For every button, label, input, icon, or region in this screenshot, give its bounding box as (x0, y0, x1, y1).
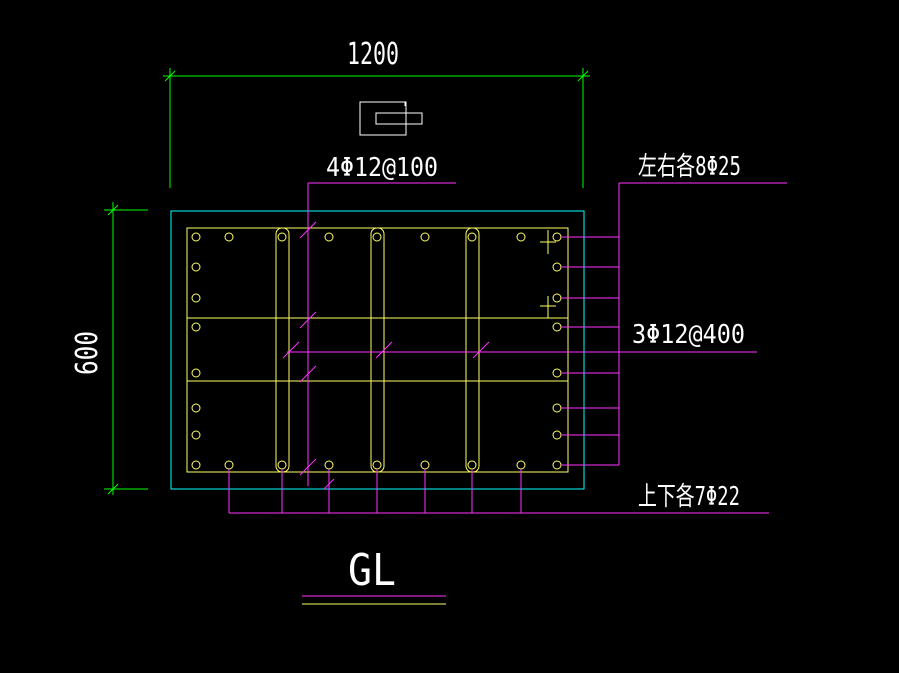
rebar-bar (191, 430, 201, 440)
rebar-bar (516, 232, 526, 242)
rebar-bar (191, 322, 201, 332)
width-dimension (163, 68, 590, 188)
side-bars-label: 左右各8Φ25 (638, 152, 741, 182)
drawing-title: GL (348, 545, 396, 596)
rebar-bar (324, 232, 334, 242)
rebar-bar (191, 460, 201, 470)
rebar-bar (420, 232, 430, 242)
rebar-bar (372, 232, 382, 242)
stirrup-label: 4Φ12@100 (326, 153, 438, 183)
leader-lines (228, 182, 787, 514)
rebar-bar (191, 262, 201, 272)
rebar-bar (277, 232, 287, 242)
rebar-bars (191, 232, 562, 470)
height-dimension (104, 202, 148, 495)
rebar-bar (467, 232, 477, 242)
rebar-bar (224, 232, 234, 242)
rebar-bar (191, 368, 201, 378)
top-bottom-bars-label: 上下各7Φ22 (638, 482, 740, 512)
rebar-bar (191, 232, 201, 242)
rebar-bar (191, 293, 201, 303)
rebar-bar (191, 403, 201, 413)
stirrup-shape-symbol (359, 101, 423, 136)
width-dimension-text: 1200 (347, 37, 399, 72)
height-dimension-text: 600 (70, 331, 105, 375)
tie-bars-label: 3Φ12@400 (632, 320, 745, 350)
